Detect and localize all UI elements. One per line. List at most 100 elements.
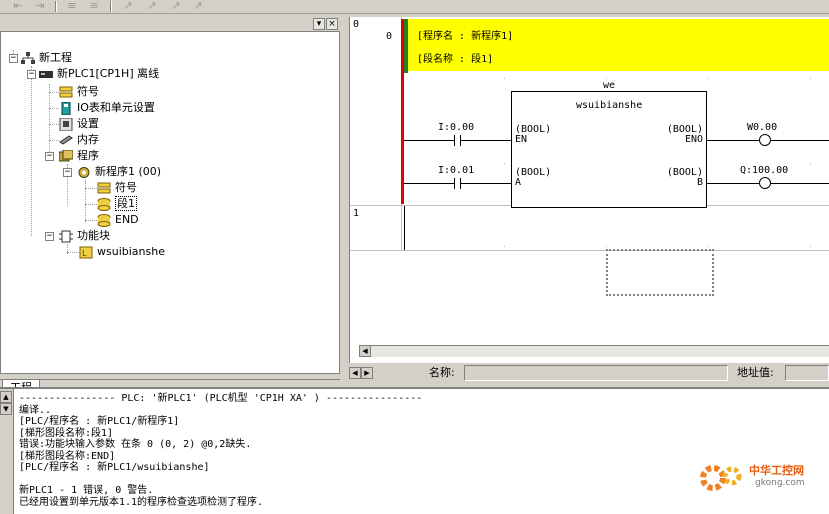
- address-label: 地址值:: [737, 366, 774, 379]
- watermark-domain: gkong.com: [755, 478, 805, 488]
- function-block[interactable]: wsuibianshe (BOOL) EN (BOOL) A (BOOL) EN…: [511, 91, 707, 208]
- ladder-hscrollbar[interactable]: [371, 345, 829, 357]
- indent-right-icon[interactable]: ⇥: [35, 0, 45, 12]
- rung-1-number: 1: [353, 208, 360, 219]
- tree-symbols-label: 符号: [77, 85, 99, 98]
- tree-io-table[interactable]: IO表和单元设置: [59, 100, 155, 116]
- network-icon: [21, 51, 35, 64]
- tree-memory[interactable]: 内存: [59, 132, 99, 148]
- coil-2-address: Q:100.00: [740, 165, 789, 176]
- tool-b-icon[interactable]: ↗: [147, 0, 157, 12]
- fb-a-name: A: [515, 177, 522, 188]
- expand-plc-icon[interactable]: −: [27, 69, 36, 79]
- ladder-scroll-left-icon[interactable]: ◀: [359, 345, 371, 357]
- tree-settings[interactable]: 设置: [59, 116, 99, 132]
- tool-a-icon[interactable]: ↗: [123, 0, 133, 12]
- workspace-titlebar: ▾ ×: [0, 17, 340, 31]
- wire: [771, 140, 829, 141]
- status-scroll-right-icon[interactable]: ▶: [361, 367, 373, 379]
- tree-root[interactable]: 新工程: [21, 50, 72, 66]
- tool-d-icon[interactable]: ↗: [193, 0, 203, 12]
- rung-comment-marker: [404, 19, 408, 73]
- output-scroll-down-icon[interactable]: ▼: [0, 403, 12, 415]
- tree-io-table-label: IO表和单元设置: [77, 101, 155, 114]
- coil-1-address: W0.00: [747, 122, 778, 133]
- wire: [460, 140, 511, 141]
- output-line: ---------------- PLC: '新PLC1' (PLC机型 'CP…: [19, 393, 423, 404]
- toolbar-separator: [55, 1, 57, 12]
- settings-icon: [59, 117, 73, 131]
- fb-en-name: EN: [515, 134, 528, 145]
- contact-2-left: [454, 178, 455, 189]
- tree-program1-label: 新程序1 (00): [95, 165, 162, 178]
- status-scroll-left-icon[interactable]: ◀: [349, 367, 361, 379]
- output-line: 已经用设置到单元版本1.1的程序检查选项检测了程序.: [19, 496, 264, 508]
- rung-0-gutter: 0 0: [350, 17, 402, 205]
- output-line: [PLC/程序名 : 新PLC1/新程序1]: [19, 416, 180, 427]
- tree-root-label: 新工程: [39, 51, 72, 64]
- name-field[interactable]: [464, 365, 728, 381]
- fb-eno-type: (BOOL): [666, 124, 703, 135]
- symbols-icon: [97, 182, 111, 193]
- tree-program-symbols[interactable]: 符号: [97, 180, 137, 196]
- expand-program1-icon[interactable]: −: [63, 167, 72, 177]
- coil-2[interactable]: [759, 177, 771, 189]
- output-scroll-up-icon[interactable]: ▲: [0, 391, 12, 403]
- tree-section1[interactable]: 段1: [97, 196, 137, 212]
- memory-icon: [59, 134, 73, 145]
- tool-c-icon[interactable]: ↗: [171, 0, 181, 12]
- tree-section1-label: 段1: [115, 196, 137, 211]
- tree-settings-label: 设置: [77, 117, 99, 130]
- align-left-icon[interactable]: ≡: [67, 0, 77, 12]
- section-icon: [97, 213, 111, 227]
- project-tree: − 新工程 − 新PLC1[CP1H] 离线 符号 IO表和单元设置 设置 内存…: [0, 31, 340, 374]
- coil-1[interactable]: [759, 134, 771, 146]
- contact-2-address: I:0.01: [438, 165, 475, 176]
- fb-instance-name: we: [603, 80, 616, 91]
- indent-left-icon[interactable]: ⇤: [13, 0, 23, 12]
- status-bar: ◀ ▶ 名称: 地址值:: [345, 364, 829, 382]
- align-right-icon[interactable]: ≡: [89, 0, 99, 12]
- programs-icon: [59, 149, 73, 161]
- toolbar-separator: [110, 1, 112, 12]
- rung-header[interactable]: [程序名 : 新程序1] [段名称 : 段1]: [408, 19, 829, 71]
- tree-plc[interactable]: 新PLC1[CP1H] 离线: [39, 66, 159, 82]
- output-line: [19, 474, 422, 486]
- tree-programs-label: 程序: [77, 149, 99, 162]
- symbols-icon: [59, 86, 73, 97]
- tree-function-blocks-label: 功能块: [77, 229, 110, 242]
- output-line: [梯形图段名称:END]: [19, 450, 116, 462]
- tree-symbols[interactable]: 符号: [59, 84, 99, 100]
- output-line: 编译..: [19, 404, 52, 416]
- project-workspace: ▾ × − 新工程 − 新PLC1[CP1H] 离线 符号 IO表和单元设置: [0, 17, 340, 396]
- tree-end[interactable]: END: [97, 212, 139, 228]
- gear-logo-icon: [700, 465, 742, 491]
- fb-b-type: (BOOL): [666, 167, 703, 178]
- section-icon: [97, 197, 111, 211]
- output-window: ▲ ▼ ---------------- PLC: '新PLC1' (PLC机型…: [0, 387, 829, 514]
- expand-programs-icon[interactable]: −: [45, 151, 54, 161]
- output-scrollbar[interactable]: ▲ ▼: [0, 389, 14, 514]
- fb-b-name: B: [696, 177, 703, 188]
- tree-memory-label: 内存: [77, 133, 99, 146]
- tree-function-blocks[interactable]: 功能块: [59, 228, 110, 244]
- tree-program1[interactable]: 新程序1 (00): [77, 164, 161, 180]
- cursor-selection-box[interactable]: [606, 249, 714, 296]
- io-table-icon: [61, 101, 71, 115]
- expand-root-icon[interactable]: −: [9, 53, 18, 63]
- rung-0-step: 0: [386, 31, 393, 42]
- output-line: [PLC/程序名 : 新PLC1/wsuibianshe]: [19, 462, 210, 473]
- plc-icon: [39, 70, 53, 78]
- fb-a-type: (BOOL): [515, 167, 552, 178]
- program-icon: [78, 166, 90, 178]
- address-field[interactable]: [785, 365, 829, 381]
- ladder-editor[interactable]: 0 0 1 [程序名 : 新程序1] [段名称 : 段1] I:0.00 W0.…: [349, 17, 829, 363]
- svg-text:L: L: [82, 249, 87, 258]
- tree-programs[interactable]: 程序: [59, 148, 99, 164]
- output-line: [梯形图段名称:段1]: [19, 427, 114, 439]
- close-icon[interactable]: ×: [326, 18, 338, 30]
- dropdown-icon[interactable]: ▾: [313, 18, 325, 30]
- left-power-rail: [401, 19, 404, 204]
- expand-function-blocks-icon[interactable]: −: [45, 231, 54, 241]
